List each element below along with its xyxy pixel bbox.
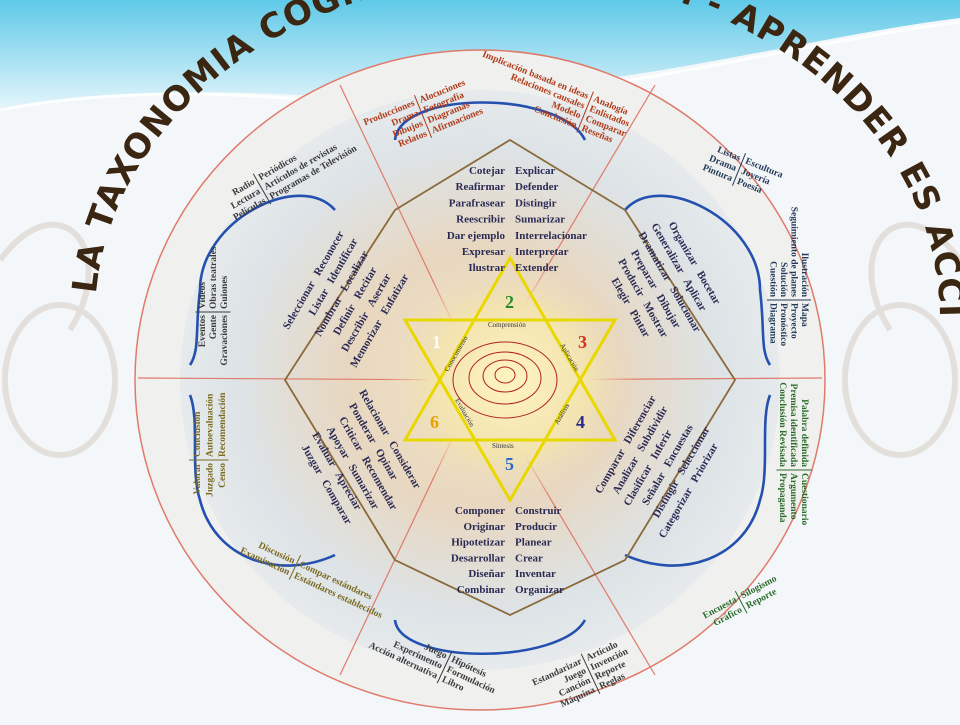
product-cluster: ProduccionesDramaDibujosRelatosAlocucion… [362,78,485,150]
product-label: Propaganda [777,473,787,523]
verbs-comprension-right: ExplicarDefenderDistingirSumarizarInterr… [515,165,587,274]
product-divider [252,173,272,205]
verb-label: Planear [515,537,552,549]
verb-label: Defender [515,181,558,193]
level-4-number: 4 [576,412,585,432]
verb-label: Diseñar [468,568,505,580]
product-label: Seguimiento de planes [789,207,799,298]
level-6-number: 6 [430,412,439,432]
blue-petals [188,101,772,655]
verb-label: Parafrasear [449,197,505,209]
product-label: Conclusión Revisada [777,382,787,467]
product-divider [288,554,302,580]
level-5-number: 5 [505,454,514,474]
product-label: Ilustración [799,253,809,298]
level-1-number: 1 [432,332,441,352]
verbs-sintesis-left: ComponerOriginarHipotetizarDesarrollarDi… [451,505,505,596]
product-divider [436,651,453,684]
verb-label: Crear [515,552,543,564]
product-label: Obras teatrales [209,246,219,309]
verb-label: Sumarizar [515,214,565,226]
product-divider [580,653,601,694]
product-label: Videos [198,282,208,309]
verb-label: Organizar [515,584,564,596]
verb-label: Inventar [515,568,556,580]
product-divider [731,153,747,186]
product-label: Palabra definida [799,399,809,467]
verb-label: Cotejar [469,165,505,177]
verb-label: Reescribir [456,214,505,226]
product-label: Premisa identificada [788,384,798,468]
product-label: Cuestión [768,261,778,298]
verb-label: Explicar [515,165,555,177]
product-divider [413,95,433,139]
verb-label: Expresar [462,246,505,258]
verbs-sintesis-right: ConstruirProducirPlanearCrearInventarOrg… [515,505,564,596]
verb-label: Componer [455,505,505,517]
level-star [402,254,618,503]
product-label: Mapa [799,303,809,327]
product-label: Conclusión [193,411,203,457]
verb-label: Ilustrar [468,262,505,274]
level-5-name: Síntesis [492,442,514,450]
product-label: Juzgado [206,463,216,497]
level-2-number: 2 [505,292,514,312]
verb-label: Combinar [457,584,505,596]
verb-label: Originar [463,521,505,533]
verb-label: Dar ejemplo [447,230,506,242]
product-label: Proyecto [789,303,799,339]
verb-label: Distingir [515,197,557,209]
product-label: Valorar [193,462,203,494]
verb-label: Hipotetizar [451,537,505,549]
product-label: Diagrama [768,303,778,344]
product-label: Censo [218,463,228,488]
level-2-name: Comprensión [488,321,526,329]
center-spiral [452,341,558,419]
product-label: Gravaciones [220,315,230,366]
verb-label: Reafirmar [456,181,506,193]
product-divider [576,91,594,133]
product-label: Guiones [220,275,230,309]
inner-glow [380,255,640,505]
product-label: Argumento [788,473,798,520]
verb-label: Producir [515,521,557,533]
verb-label: Interrelacionar [515,230,587,242]
verb-label: Construir [515,505,562,517]
product-label: Cuestionario [799,473,809,526]
verbs-comprension-left: CotejarReafirmarParafrasearReescribirDar… [447,165,506,274]
decorative-loops [0,221,960,458]
product-label: Solución [778,262,788,298]
center-hexagon [283,138,737,616]
level-3-number: 3 [578,332,587,352]
product-label: Recomendación [218,392,228,457]
verb-label: Extender [515,262,559,274]
verb-label: Desarrollar [451,552,505,564]
product-label: Eventos [198,315,208,348]
product-divider [734,590,748,614]
product-label: Pronóstico [778,303,788,346]
product-label: Gente [209,315,219,339]
verb-label: Interpretar [515,246,569,258]
product-label: Autoevaluación [206,393,216,457]
